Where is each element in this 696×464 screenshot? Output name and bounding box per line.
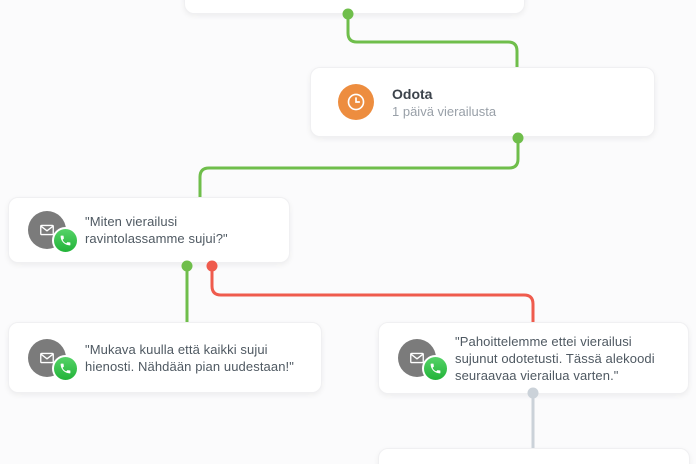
question-message-text: "Miten vierailusi ravintolassamme sujui?… [85, 214, 228, 246]
whatsapp-icon [52, 227, 79, 254]
whatsapp-icon [422, 355, 449, 382]
workflow-node-top-partial[interactable] [184, 0, 525, 14]
wait-node-title: Odota [392, 85, 433, 102]
connector-wait-to-question [198, 138, 520, 197]
workflow-node-bottom-partial[interactable] [378, 448, 690, 464]
whatsapp-icon [52, 354, 79, 382]
negative-message-node-card[interactable]: "Pahoittelemme ettei vierailusi sujunut … [378, 322, 689, 394]
email-icon [398, 339, 449, 382]
email-icon [28, 211, 79, 254]
wait-node-card[interactable]: Odota 1 päivä vierailusta [310, 67, 655, 137]
connector-top-to-wait [346, 14, 519, 67]
question-message-node-card[interactable]: "Miten vierailusi ravintolassamme sujui?… [8, 197, 290, 263]
clock-icon [338, 84, 374, 120]
connector-question-to-negative [210, 266, 535, 322]
positive-message-text: "Mukava kuulla että kaikki sujui hienost… [85, 341, 294, 374]
wait-node-subtitle: 1 päivä vierailusta [392, 103, 497, 119]
negative-message-text: "Pahoittelemme ettei vierailusi sujunut … [455, 333, 655, 383]
email-icon [28, 338, 79, 382]
positive-message-node-card[interactable]: "Mukava kuulla että kaikki sujui hienost… [8, 322, 322, 393]
